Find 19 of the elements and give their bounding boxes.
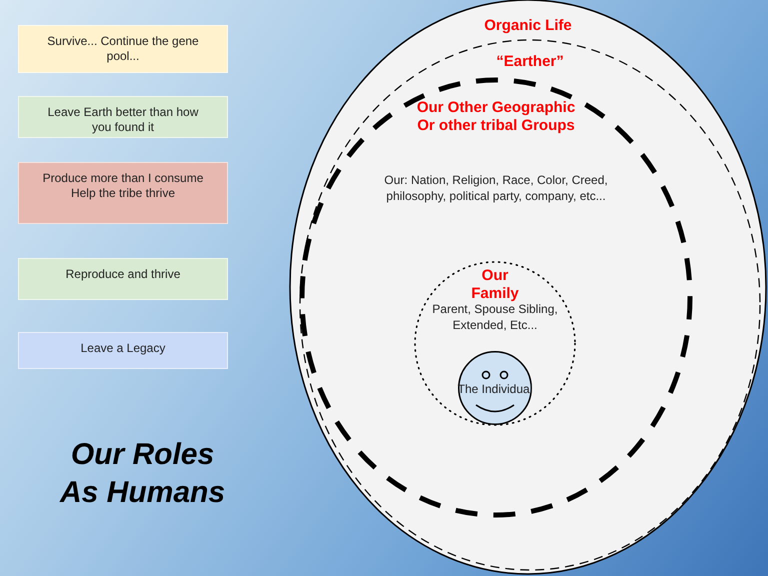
role-text: Leave Earth better than how you found it <box>46 105 200 135</box>
role-text: Survive... Continue the gene pool... <box>46 34 200 64</box>
role-box <box>18 25 228 73</box>
role-text: Produce more than I consume Help the tribe thrive <box>42 171 204 201</box>
ring-outline <box>302 80 690 515</box>
role-box <box>18 332 228 369</box>
role-box <box>18 258 228 300</box>
ring-heading: “Earther” <box>495 53 565 71</box>
role-box <box>18 96 228 138</box>
ring-heading: Our Family <box>470 267 520 303</box>
role-text: Reproduce and thrive <box>64 267 182 282</box>
role-text: Leave a Legacy <box>80 341 166 356</box>
ring-heading: Our Other Geographic Or other tribal Groups <box>416 99 576 135</box>
page-title: Our Roles As Humans <box>58 437 226 511</box>
role-box <box>18 162 228 224</box>
ring-outline <box>415 262 575 425</box>
ring-description: Parent, Spouse Sibling, Extended, Etc... <box>431 302 559 333</box>
ring-description: Our: Nation, Religion, Race, Color, Creed, philosophy, political party, company, etc... <box>383 172 609 204</box>
ring-heading: Organic Life <box>483 17 573 35</box>
